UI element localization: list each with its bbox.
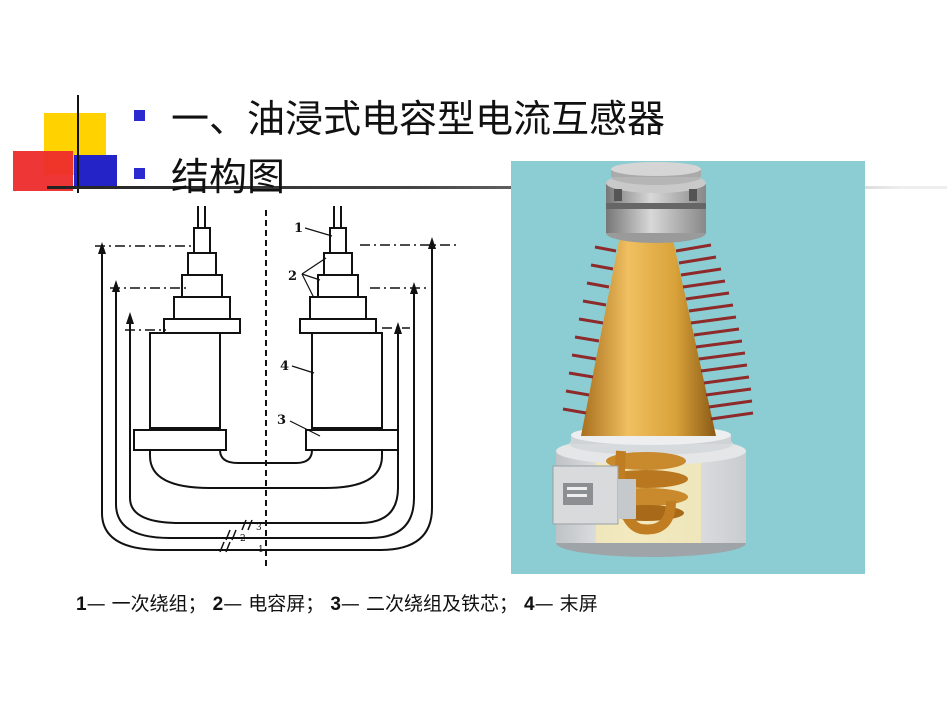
caption-text-4: 末屏 <box>553 593 598 615</box>
junction-box <box>552 465 636 525</box>
bullet-item-title: 一、油浸式电容型电流互感器 <box>134 86 665 144</box>
caption-num-3: 3 <box>330 594 341 615</box>
bottom-layer-marks <box>219 519 253 553</box>
bottom-mark-1: 1 <box>258 545 264 555</box>
diagram-label-1: 1 <box>294 221 303 236</box>
caption-num-2: 2 <box>212 594 224 615</box>
diagram-label-3: 3 <box>277 413 286 428</box>
caption-dash-1: — <box>86 593 106 615</box>
left-column <box>133 206 241 451</box>
structure-diagram: 1 2 4 3 3 2 1 <box>95 206 460 568</box>
caption-num-4: 4 <box>524 594 535 615</box>
slide-subtitle: 结构图 <box>171 154 286 199</box>
bottom-mark-3: 3 <box>256 523 262 533</box>
bullet-item-subtitle: 结构图 <box>134 144 665 202</box>
bullet-marker-icon <box>134 167 145 179</box>
insulator-sheds <box>562 243 754 421</box>
caption-text-1: 一次绕组； <box>105 593 207 615</box>
bullet-marker-icon <box>134 109 145 121</box>
u-shaped-conductors <box>101 243 433 551</box>
diagram-label-2: 2 <box>288 269 297 284</box>
diagram-label-4: 4 <box>280 359 289 374</box>
bullet-list: 一、油浸式电容型电流互感器 结构图 <box>134 86 665 202</box>
slide-title: 一、油浸式电容型电流互感器 <box>171 96 666 141</box>
caption-num-1: 1 <box>76 594 87 615</box>
caption-dash-2: — <box>223 593 243 615</box>
decor-blue-square <box>74 155 117 187</box>
title-underline <box>47 186 947 189</box>
caption-dash-4: — <box>534 593 554 615</box>
decor-vertical-line <box>77 95 79 193</box>
transformer-photo <box>511 161 865 574</box>
insulator-body <box>581 231 716 436</box>
leader-lines <box>289 227 333 437</box>
caption-text-2: 电容屏； <box>242 593 325 615</box>
decor-red-square <box>13 151 73 191</box>
bottom-mark-2: 2 <box>240 534 246 544</box>
transformer-head <box>606 162 706 243</box>
caption-text-3: 二次绕组及铁芯； <box>359 593 518 615</box>
level-lines <box>95 244 460 331</box>
right-column <box>299 206 399 451</box>
caption-dash-3: — <box>340 593 360 615</box>
figure-caption: 1— 一次绕组； 2— 电容屏； 3— 二次绕组及铁芯； 4— 末屏 <box>76 589 598 616</box>
